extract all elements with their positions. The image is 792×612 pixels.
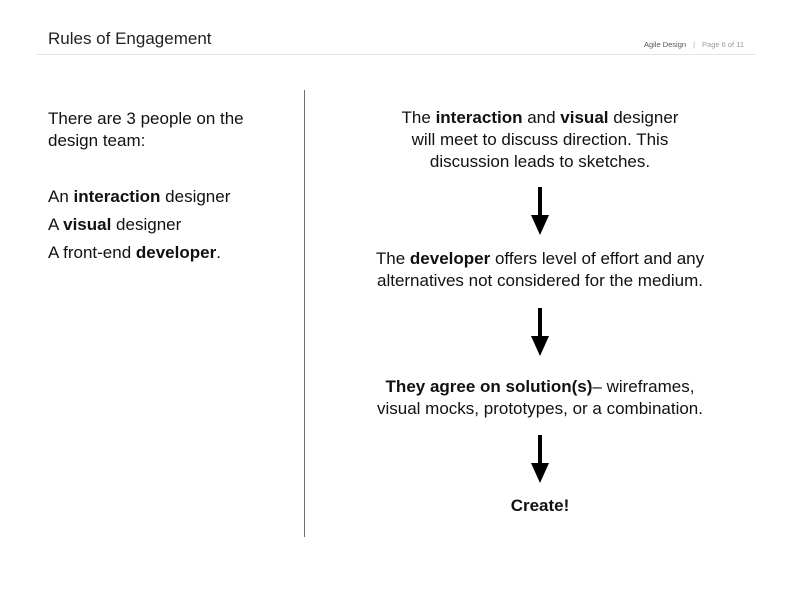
arrow-down-icon [531,187,549,235]
text: The [375,249,410,268]
step-line: The developer offers level of effort and… [340,248,740,270]
flow-step-agree: They agree on solution(s)– wireframes, v… [340,376,740,420]
text: The [401,108,436,127]
text: – wireframes, [592,377,695,396]
role-prefix: A front-end [48,243,136,262]
create-label: Create! [510,496,570,515]
bold-text: interaction [435,108,523,127]
team-description: There are 3 people on the design team: A… [48,108,278,270]
bold-text: developer [409,249,491,268]
step-line: alternatives not considered for the medi… [376,271,703,290]
role-name: developer [135,243,217,262]
flow-step-create: Create! [340,495,740,517]
step-line: They agree on solution(s)– wireframes, [340,376,740,398]
page-title: Rules of Engagement [48,29,212,48]
role-name: visual [63,215,112,234]
flow-step-effort: The developer offers level of effort and… [340,248,740,292]
role-list: An interaction designer A visual designe… [48,186,278,270]
text: offers level of effort and any [490,249,705,268]
arrow-down-icon [531,308,549,356]
role-item-visual: A visual designer [48,214,278,242]
text: and [522,108,561,127]
step-line: The interaction and visual designer [340,107,740,129]
step-line: will meet to discuss direction. This [411,130,669,149]
role-suffix: designer [160,187,231,206]
role-suffix: designer [111,215,182,234]
meta-separator: | [693,40,696,49]
flow-step-meet: The interaction and visual designer will… [340,107,740,173]
header-divider [36,54,756,55]
intro-text: There are 3 people on the design team: [48,109,244,150]
text: designer [608,108,679,127]
role-item-interaction: An interaction designer [48,186,278,214]
bold-text: They agree on solution(s) [385,377,593,396]
role-prefix: An [48,187,74,206]
page-meta: Agile Design | Page 6 of 11 [644,40,744,49]
step-line: visual mocks, prototypes, or a combinati… [377,399,703,418]
role-item-developer: A front-end developer. [48,242,278,270]
column-divider [304,90,305,537]
role-suffix: . [216,243,221,262]
role-name: interaction [73,187,161,206]
bold-text: visual [560,108,609,127]
arrow-down-icon [531,435,549,483]
role-prefix: A [48,215,64,234]
step-line: discussion leads to sketches. [429,152,651,171]
page-number: Page 6 of 11 [702,40,744,49]
section-label: Agile Design [643,40,687,49]
